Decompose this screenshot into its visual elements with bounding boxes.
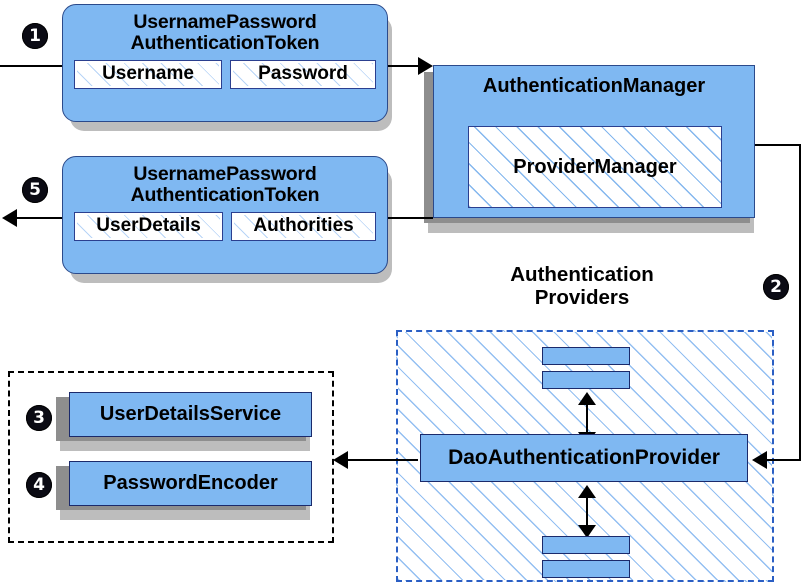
providers-group-title: Authentication Providers [462,263,702,309]
step-badge-1: 1 [22,23,48,49]
other-provider-bar-2 [542,371,630,389]
connector-manager-to-response-token [386,217,433,219]
dao-authentication-provider-label: DaoAuthenticationProvider [448,446,720,469]
connector-manager-right [755,144,801,146]
request-token-title-line1: UsernamePassword [133,11,317,33]
arrow-head-providers-upper-up [578,392,596,405]
request-token-card: UsernamePassword AuthenticationToken Use… [62,4,388,122]
arrow-head-to-dependencies [333,451,348,469]
password-encoder-label: PasswordEncoder [103,472,278,494]
providers-group-title-line2: Providers [534,285,630,309]
password-encoder-block: PasswordEncoder [69,461,312,506]
step-badge-5: 5 [22,177,48,203]
arrow-head-into-dao-provider [752,451,767,469]
connector-providers-upper [586,396,588,436]
request-token-title-line2: AuthenticationToken [130,31,320,54]
userdetails-service-label: UserDetailsService [99,403,282,425]
connector-dao-provider-to-dependencies [345,459,418,461]
step-badge-3: 3 [26,405,52,431]
arrow-head-providers-lower-down [578,525,596,538]
providers-group-title-line1: Authentication [510,263,654,286]
step-badge-2: 2 [763,274,789,300]
request-token-slots: Username Password [63,54,387,89]
other-provider-bar-4 [542,560,630,578]
connector-into-dao-provider [762,459,801,461]
response-token-title-line1: UsernamePassword [133,163,317,185]
connector-outgoing-response [16,217,72,219]
authentication-manager-title: AuthenticationManager [482,75,706,97]
connector-token-to-manager [386,65,424,67]
response-token-card: UsernamePassword AuthenticationToken Use… [62,156,388,274]
arrow-head-outgoing-response [2,209,17,227]
connector-manager-down [799,144,801,461]
slot-userdetails: UserDetails [74,211,224,241]
other-provider-bar-3 [542,536,630,554]
other-provider-bar-1 [542,347,630,365]
connector-providers-lower [586,489,588,529]
response-token-title: UsernamePassword AuthenticationToken [63,157,387,206]
request-token-title: UsernamePassword AuthenticationToken [63,5,387,54]
step-badge-4: 4 [26,472,52,498]
userdetails-service-block: UserDetailsService [69,392,312,437]
arrow-head-to-manager [418,57,433,75]
dao-authentication-provider-block: DaoAuthenticationProvider [420,434,748,482]
provider-manager-box: ProviderManager [468,126,722,208]
slot-password: Password [230,59,376,89]
arrow-head-providers-lower-up [578,485,596,498]
slot-username: Username [74,59,223,89]
provider-manager-label: ProviderManager [513,155,677,178]
slot-authorities: Authorities [231,211,376,241]
response-token-title-line2: AuthenticationToken [130,183,320,206]
connector-incoming-request [0,65,70,67]
response-token-slots: UserDetails Authorities [63,206,387,241]
